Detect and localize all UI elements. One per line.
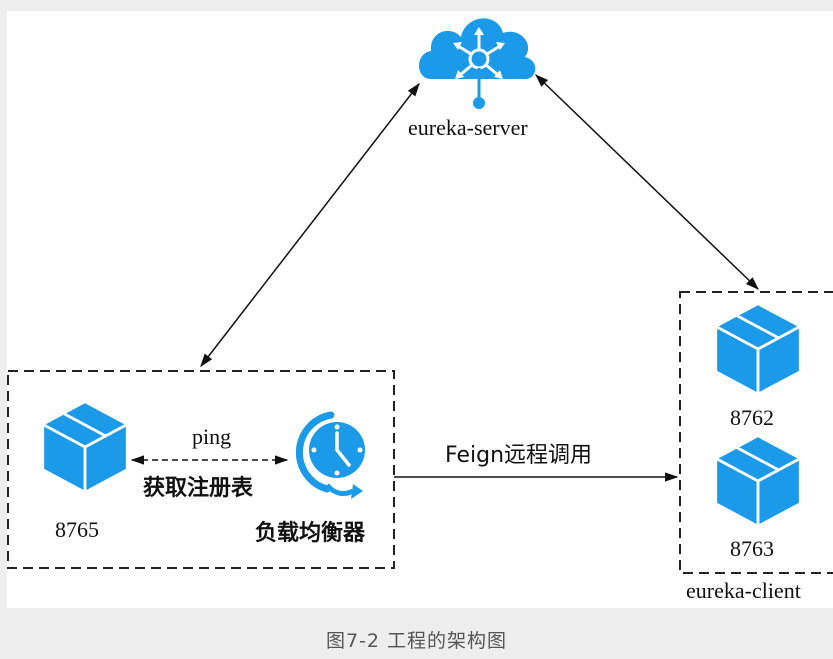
eureka-client-label: eureka-client bbox=[686, 578, 801, 603]
eureka-server-label: eureka-server bbox=[408, 115, 528, 140]
consumer-group-boundary bbox=[7, 370, 395, 569]
figure-caption: 图7-2 工程的架构图 bbox=[325, 630, 508, 652]
registry-fetch-label: 获取注册表 bbox=[143, 476, 254, 501]
package-box-icon bbox=[42, 401, 128, 493]
registry-link-clients bbox=[535, 74, 759, 290]
registry-link-consumer bbox=[200, 82, 420, 368]
client-port-label: 8763 bbox=[730, 536, 774, 561]
cloud-network-icon bbox=[419, 18, 536, 109]
ping-label: ping bbox=[192, 424, 232, 449]
package-box-icon bbox=[715, 435, 801, 527]
clock-refresh-icon bbox=[295, 411, 365, 499]
package-box-icon bbox=[715, 303, 801, 395]
consumer-port-label: 8765 bbox=[55, 517, 99, 542]
client-group-boundary bbox=[679, 291, 833, 574]
load-balancer-label: 负载均衡器 bbox=[255, 521, 366, 546]
feign-call-label: Feign远程调用 bbox=[445, 443, 593, 468]
client-port-label: 8762 bbox=[730, 405, 774, 430]
